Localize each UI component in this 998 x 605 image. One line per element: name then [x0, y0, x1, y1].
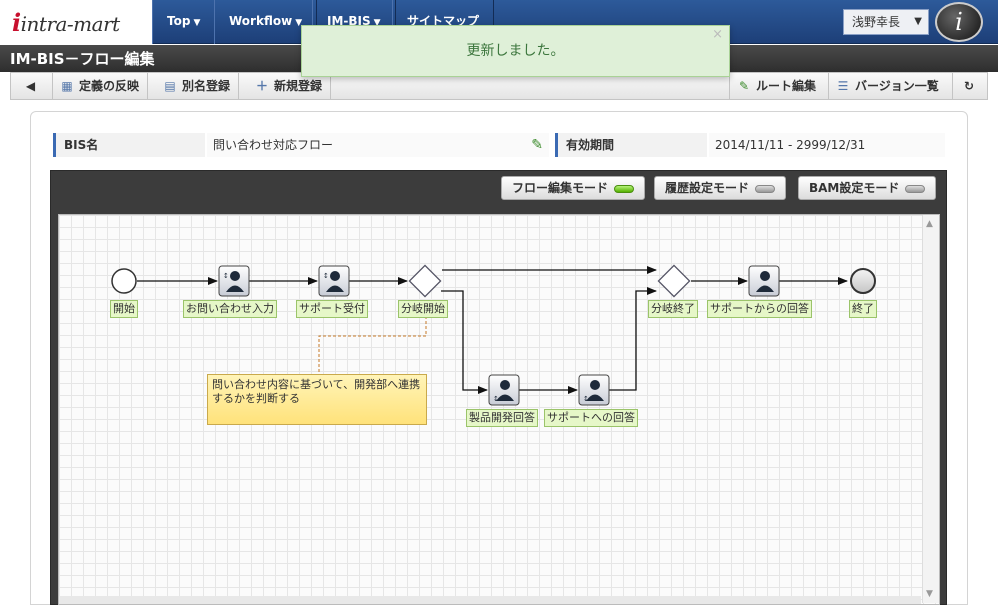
edge-branch-dev [441, 290, 488, 394]
mode-indicator-off [755, 184, 776, 193]
nav-sitemap-label: サイトマップ [407, 14, 480, 28]
apply-definition-button[interactable]: ▦ 定義の反映 [53, 73, 149, 99]
page-title: IM-BIS－フロー編集 [10, 50, 155, 68]
svg-text:↕: ↕ [223, 272, 229, 280]
flow-edit-mode-button[interactable]: フロー編集モード [501, 176, 646, 200]
arrow-left-icon: ◀ [25, 79, 36, 93]
nav-top-label: Top [167, 14, 191, 28]
task-inquiry-icon[interactable]: ↕ [218, 265, 250, 297]
branch-end-diamond[interactable] [657, 264, 691, 298]
node-label-branch-start[interactable]: 分岐開始 [398, 300, 448, 318]
task-reply-icon[interactable] [748, 265, 780, 297]
flow-edges [137, 266, 848, 394]
new-document-icon: ＋ [255, 79, 268, 93]
logo-text: iintra-mart [12, 8, 120, 37]
user-name: 浅野幸長 [852, 15, 901, 29]
mode-indicator-off [905, 184, 926, 193]
nav-sitemap[interactable]: サイトマップ [392, 0, 495, 44]
mode-indicator-on [614, 184, 635, 193]
version-list-button[interactable]: ☰ バージョン一覧 [828, 73, 947, 99]
refresh-button[interactable]: ↻ [952, 73, 987, 99]
end-node-circle[interactable] [850, 268, 876, 294]
task-dev-icon[interactable]: ↕ [488, 374, 520, 406]
chevron-down-icon: ▼ [193, 18, 201, 28]
bis-name-value: 問い合わせ対応フロー ✎ [207, 133, 549, 157]
note-connector [318, 316, 427, 374]
top-nav: iintra-mart Top▼ Workflow▼ IM-BIS▼ サイトマッ… [0, 0, 998, 44]
version-list-label: バージョン一覧 [855, 79, 939, 93]
route-edit-label: ルート編集 [756, 79, 817, 93]
node-label-start[interactable]: 開始 [110, 300, 138, 318]
period-label: 有効期間 [555, 133, 707, 157]
node-label-support[interactable]: サポート受付 [296, 300, 368, 318]
node-label-inquiry[interactable]: お問い合わせ入力 [183, 300, 277, 318]
close-icon[interactable]: × [712, 27, 723, 42]
nav-workflow-label: Workflow [229, 14, 293, 28]
scroll-up-icon[interactable]: ▲ [926, 219, 933, 229]
bis-name-text: 問い合わせ対応フロー [213, 138, 334, 152]
nav-im-bis-label: IM-BIS [327, 14, 371, 28]
svg-text:↕: ↕ [493, 395, 499, 403]
branch-start-diamond[interactable] [408, 264, 442, 298]
bis-name-label: BIS名 [53, 133, 205, 157]
new-registration-button[interactable]: ＋ 新規登録 [248, 73, 332, 99]
apply-icon: ▦ [61, 79, 73, 93]
scroll-down-icon[interactable]: ▼ [926, 589, 933, 599]
horizontal-scrollbar[interactable] [59, 596, 921, 604]
chevron-down-icon: ▼ [373, 18, 381, 28]
task-support-icon[interactable]: ↕ [318, 265, 350, 297]
node-label-devreply[interactable]: サポートへの回答 [544, 409, 638, 427]
logo-label: intra-mart [20, 12, 121, 36]
vertical-scrollbar[interactable]: ▲ ▼ [922, 215, 939, 603]
chevron-down-icon: ▼ [914, 16, 922, 27]
history-mode-label: 履歴設定モード [665, 181, 750, 195]
toast-message: 更新しました。 [466, 43, 565, 59]
apply-definition-label: 定義の反映 [79, 79, 140, 93]
flow-edit-mode-label: フロー編集モード [512, 181, 609, 195]
nav-im-bis[interactable]: IM-BIS▼ [312, 0, 396, 44]
info-icon[interactable]: i [935, 2, 983, 42]
route-edit-button[interactable]: ✎ ルート編集 [729, 73, 824, 99]
start-node-circle[interactable] [111, 268, 137, 294]
history-mode-button[interactable]: 履歴設定モード [654, 176, 787, 200]
bam-mode-button[interactable]: BAM設定モード [798, 176, 937, 200]
svg-text:↕: ↕ [583, 395, 589, 403]
user-menu[interactable]: 浅野幸長 ▼ [843, 9, 929, 35]
period-value: 2014/11/11 - 2999/12/31 [709, 133, 945, 157]
save-as-icon: ▤ [164, 79, 176, 93]
nav-workflow[interactable]: Workflow▼ [214, 0, 318, 44]
intra-mart-logo[interactable]: iintra-mart [0, 0, 152, 44]
refresh-icon: ↻ [963, 79, 975, 93]
node-label-dev[interactable]: 製品開発回答 [466, 409, 538, 427]
save-as-label: 別名登録 [182, 79, 231, 93]
save-as-button[interactable]: ▤ 別名登録 [156, 73, 240, 99]
edge-devreply-merge [609, 287, 657, 391]
flow-canvas[interactable] [58, 214, 940, 605]
back-button[interactable]: ◀ [11, 73, 53, 99]
svg-text:↕: ↕ [323, 272, 329, 280]
task-devreply-icon[interactable]: ↕ [578, 374, 610, 406]
node-label-end[interactable]: 終了 [849, 300, 877, 318]
node-label-reply[interactable]: サポートからの回答 [707, 300, 812, 318]
pencil-icon: ✎ [738, 79, 750, 93]
comment-note[interactable]: 問い合わせ内容に基づいて、開発部へ連携するかを判断する [207, 374, 427, 425]
node-label-branch-end[interactable]: 分岐終了 [648, 300, 698, 318]
chevron-down-icon: ▼ [295, 18, 303, 28]
success-toast: 更新しました。 × [301, 25, 730, 77]
pencil-icon[interactable]: ✎ [531, 137, 543, 153]
bam-mode-label: BAM設定モード [809, 181, 900, 195]
new-registration-label: 新規登録 [274, 79, 323, 93]
list-icon: ☰ [837, 79, 849, 93]
